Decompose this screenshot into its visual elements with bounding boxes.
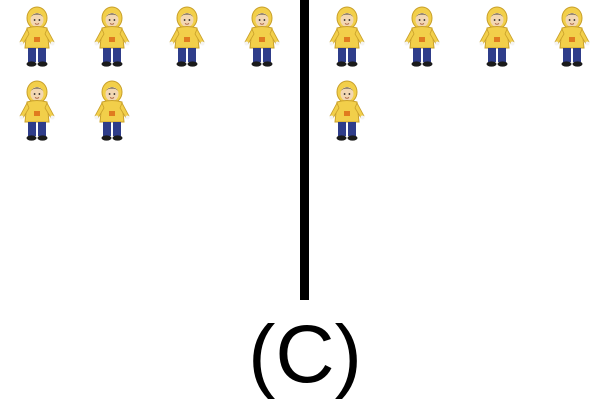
- right-panel: [310, 0, 610, 300]
- center-divider: [300, 0, 309, 300]
- child-in-yellow-raincoat-icon: [17, 80, 57, 144]
- child-in-yellow-raincoat-icon: [242, 6, 282, 70]
- child-in-yellow-raincoat-icon: [552, 6, 592, 70]
- child-in-yellow-raincoat-icon: [92, 80, 132, 144]
- child-in-yellow-raincoat-icon: [167, 6, 207, 70]
- child-in-yellow-raincoat-icon: [477, 6, 517, 70]
- left-panel: [0, 0, 300, 300]
- child-in-yellow-raincoat-icon: [92, 6, 132, 70]
- option-label: (C): [248, 309, 362, 400]
- child-in-yellow-raincoat-icon: [402, 6, 442, 70]
- child-in-yellow-raincoat-icon: [327, 80, 367, 144]
- child-in-yellow-raincoat-icon: [17, 6, 57, 70]
- child-in-yellow-raincoat-icon: [327, 6, 367, 70]
